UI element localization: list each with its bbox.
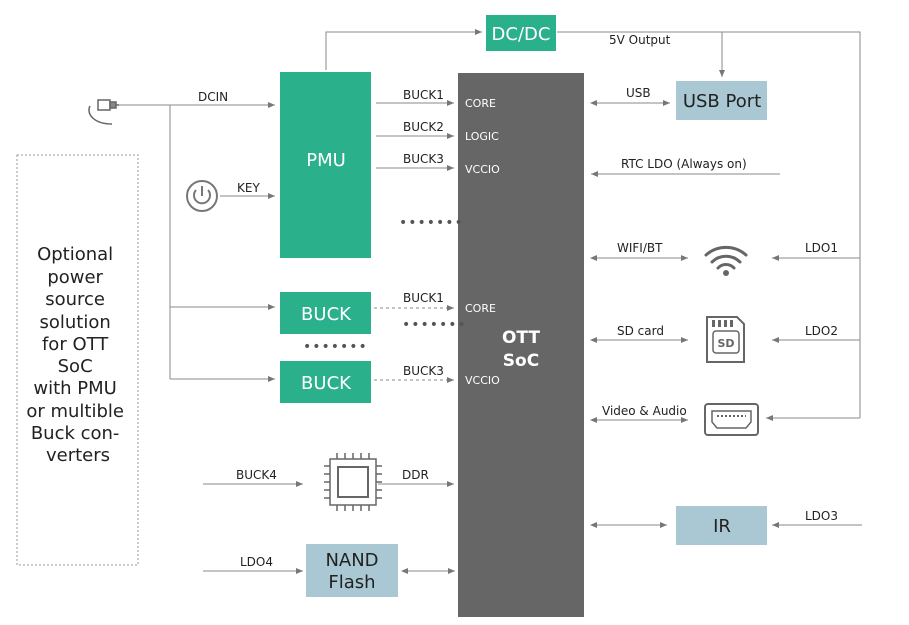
dots-soc-more: •••••••: [402, 317, 467, 333]
buck-bottom-box: [280, 361, 371, 403]
soc-label-line1: OTT: [502, 328, 540, 348]
dcdc-box: [486, 15, 556, 51]
soc-rail-logic: LOGIC: [465, 130, 499, 143]
ddr-chip-icon: [324, 453, 382, 511]
buck-bottom-label: BUCK: [301, 373, 352, 394]
soc-label-line2: SoC: [503, 351, 539, 371]
sd-card-icon-text: SD: [717, 337, 734, 350]
wifi-icon: [704, 245, 748, 276]
label-ldo3: LDO3: [805, 509, 838, 523]
soc-rail-vccio: VCCIO: [465, 163, 500, 176]
soc-rail-core-b: CORE: [465, 302, 496, 315]
label-ldo4: LDO4: [240, 555, 273, 569]
label-buck3: BUCK3: [403, 152, 444, 166]
label-ldo1: LDO1: [805, 241, 838, 255]
pmu-label: PMU: [306, 150, 346, 171]
optional-note-box: [16, 154, 139, 566]
dots-pmu-more: •••••••: [399, 215, 464, 231]
sd-card-icon: SD: [706, 316, 745, 363]
ir-box: [676, 506, 767, 545]
nand-label-line2: Flash: [328, 572, 375, 593]
buck-top-box: [280, 292, 371, 334]
label-sd-card: SD card: [617, 324, 664, 338]
label-5v-output: 5V Output: [609, 33, 671, 47]
label-ddr: DDR: [402, 468, 429, 482]
nand-flash-box: [306, 544, 398, 597]
soc-rail-vccio-b: VCCIO: [465, 374, 500, 387]
hdmi-port-icon: [704, 403, 759, 436]
pmu-dcdc-line: [325, 29, 482, 70]
ir-label: IR: [713, 516, 731, 537]
nand-label-line1: NAND: [325, 550, 378, 571]
label-rtc-ldo: RTC LDO (Always on): [621, 157, 747, 171]
label-buck1: BUCK1: [403, 88, 444, 102]
dots-buck-more: •••••••: [303, 339, 368, 355]
label-video-audio: Video & Audio: [602, 404, 687, 418]
label-buck2: BUCK2: [403, 120, 444, 134]
label-ldo2: LDO2: [805, 324, 838, 338]
dcdc-label: DC/DC: [492, 24, 551, 45]
label-usb: USB: [626, 86, 651, 100]
dc-jack-icon: [88, 99, 119, 125]
pmu-box: [280, 72, 371, 258]
buck-top-label: BUCK: [301, 304, 352, 325]
five-volt-rail: [557, 31, 861, 418]
power-button-icon: [186, 180, 218, 212]
usb-port-box: [676, 81, 767, 120]
soc-box: [458, 73, 584, 617]
label-wifi-bt: WIFI/BT: [617, 241, 663, 255]
label-buck3b: BUCK3: [403, 364, 444, 378]
connectors: [118, 29, 862, 574]
label-buck4: BUCK4: [236, 468, 277, 482]
soc-rail-core: CORE: [465, 97, 496, 110]
usb-port-label: USB Port: [683, 91, 761, 112]
optional-note: Optional power source solution for OTT S…: [26, 244, 129, 466]
label-key: KEY: [237, 181, 260, 195]
label-dcin: DCIN: [198, 90, 228, 104]
label-buck1b: BUCK1: [403, 291, 444, 305]
